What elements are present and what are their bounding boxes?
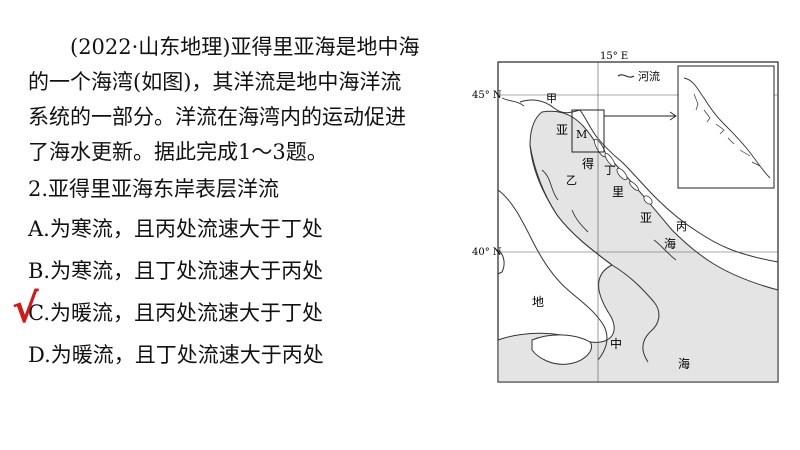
connector-arrow-icon: [669, 111, 677, 121]
italy-west-coast: [497, 189, 608, 361]
option-text: 为寒流，且丙处流速大于丁处: [49, 217, 323, 241]
label-ya-south: 亚: [640, 211, 652, 225]
intro-line: 系统的一部分。洋流在海湾内的运动促进: [28, 105, 406, 129]
label-ya-north: 亚: [556, 123, 568, 137]
label-jia: 甲: [546, 92, 557, 105]
label-di: 地: [532, 295, 544, 309]
question-block: (2022·山东地理)亚得里亚海是地中海 的一个海湾(如图)，其洋流是地中海洋流…: [12, 30, 468, 376]
option-b[interactable]: B.为寒流，且丁处流速大于丙处: [28, 250, 468, 292]
sicily: [531, 334, 592, 365]
option-letter: C.: [28, 301, 50, 325]
option-letter: D.: [28, 343, 51, 367]
adriatic-map: 15° E 45° N 40° N 河流 甲 亚 M 得 乙 丁 里 亚 丙 海…: [472, 50, 782, 388]
lat-45-label: 45° N: [472, 90, 502, 101]
coastline-north: [519, 99, 581, 114]
legend-label: 河流: [638, 69, 660, 83]
option-text: 为暖流，且丙处流速大于丁处: [50, 301, 323, 325]
option-letter: B.: [28, 259, 51, 283]
coastline-east: [579, 109, 779, 263]
label-yi: 乙: [566, 174, 577, 187]
label-hai: 海: [664, 236, 676, 251]
label-zhong: 中: [610, 336, 622, 351]
rivers: [501, 97, 677, 261]
intro-line: 了海水更新。据此完成1～3题。: [28, 140, 328, 164]
inset-frame: [677, 65, 775, 189]
label-hai-south: 海: [678, 356, 690, 371]
label-li: 里: [612, 185, 624, 199]
intro-line: (2022·山东地理)亚得里亚海是地中海: [70, 35, 420, 59]
label-ding: 丁: [604, 164, 615, 177]
islands: [593, 138, 653, 205]
label-m: M: [576, 128, 587, 141]
inset-islands: [693, 93, 761, 167]
option-text: 为暖流，且丁处流速大于丙处: [50, 343, 324, 367]
italy-coast: [529, 144, 660, 363]
sub-question: 2.亚得里亚海东岸表层洋流: [28, 177, 280, 201]
label-bing: 丙: [676, 220, 687, 233]
option-d[interactable]: D.为暖流，且丁处流速大于丙处: [28, 334, 468, 376]
label-de: 得: [582, 156, 594, 171]
option-text: 为寒流，且丁处流速大于丙处: [50, 259, 324, 283]
river-legend-icon: [617, 74, 635, 78]
highlight-box: [571, 109, 605, 153]
option-letter: A.: [28, 217, 50, 241]
lat-40-label: 40° N: [472, 247, 502, 258]
option-a[interactable]: A.为寒流，且丙处流速大于丁处: [28, 208, 468, 250]
lon-label: 15° E: [600, 51, 628, 62]
question-intro: (2022·山东地理)亚得里亚海是地中海 的一个海湾(如图)，其洋流是地中海洋流…: [28, 30, 468, 170]
map-svg: 15° E 45° N 40° N 河流 甲 亚 M 得 乙 丁 里 亚 丙 海…: [472, 51, 779, 383]
check-mark-icon: √: [12, 286, 39, 332]
intro-line: 的一个海湾(如图)，其洋流是地中海洋流: [28, 70, 402, 94]
option-c[interactable]: √ C.为暖流，且丙处流速大于丁处: [12, 288, 468, 334]
sardinia: [497, 249, 505, 275]
inset-coastline: [683, 77, 771, 179]
